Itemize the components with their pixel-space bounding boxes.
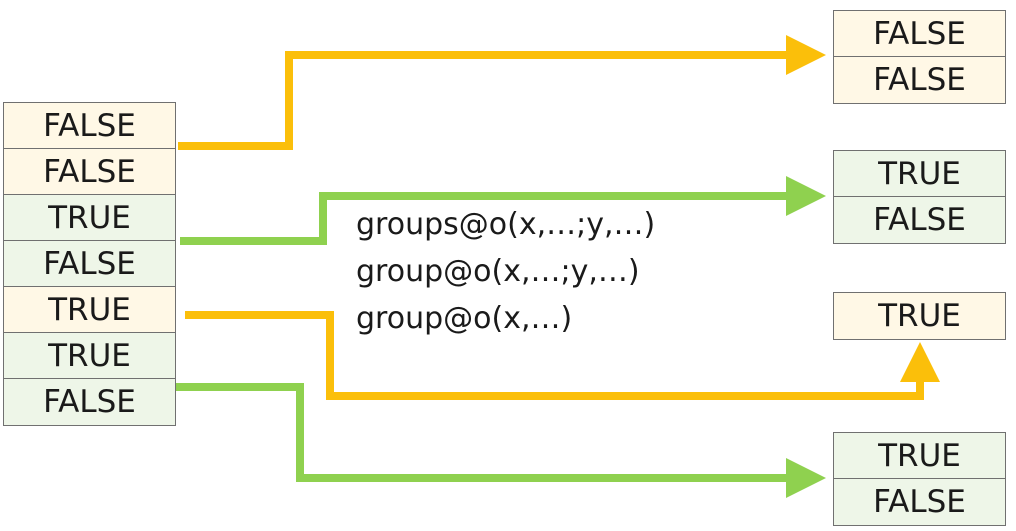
value-cell: TRUE (834, 433, 1005, 479)
arrow-to-out3 (185, 311, 940, 400)
value-cell: FALSE (4, 379, 175, 425)
value-cell: FALSE (4, 103, 175, 149)
arrow-to-out1 (178, 35, 826, 150)
value-cell: FALSE (834, 57, 1005, 103)
formula-groups: groups@o(x,…;y,…) (356, 207, 656, 242)
arrow-to-out4 (175, 383, 826, 498)
value-cell: FALSE (834, 11, 1005, 57)
formula-group-xy: group@o(x,…;y,…) (356, 254, 640, 289)
value-cell: TRUE (4, 195, 175, 241)
value-cell: FALSE (834, 197, 1005, 243)
arrow-to-out2 (180, 176, 826, 245)
value-cell: TRUE (834, 151, 1005, 197)
value-cell: FALSE (4, 241, 175, 287)
value-cell: TRUE (4, 333, 175, 379)
value-cell: TRUE (4, 287, 175, 333)
value-cell: FALSE (4, 149, 175, 195)
output-group-3: TRUE (833, 292, 1006, 340)
value-cell: FALSE (834, 479, 1005, 525)
value-cell: TRUE (834, 293, 1005, 339)
formula-group-x: group@o(x,…) (356, 301, 573, 336)
